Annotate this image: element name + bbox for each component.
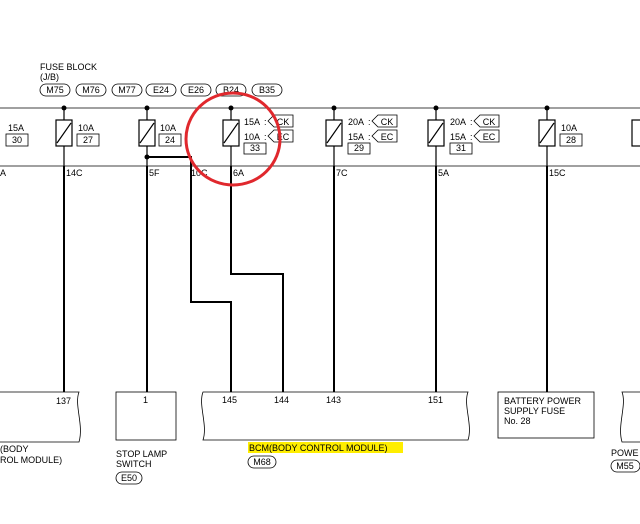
svg-text:B24: B24: [223, 85, 239, 95]
fuse-top-tag: CK: [277, 117, 290, 127]
fuse-top-rating: 20A: [348, 117, 364, 127]
fuse-top-tag: CK: [483, 117, 496, 127]
fuse-rating: 10A: [160, 123, 176, 133]
connector-tag-e26: E26: [180, 83, 212, 97]
fuse-number: 24: [165, 135, 175, 145]
fuse-bottom-rating: 15A: [348, 132, 364, 142]
fuse-29: 20A : CK 15A : EC 29 7C: [325, 108, 398, 178]
bcm-label-highlight: [248, 442, 403, 453]
pin-143: 143: [326, 395, 341, 405]
fuse-terminal: 6A: [233, 168, 244, 178]
fuse-rating: 10A: [78, 123, 94, 133]
battery-fuse-line2: SUPPLY FUSE: [504, 406, 565, 416]
fuse-block-connectors: M75 M76 M77 E24 E26 B24 B35: [39, 83, 283, 97]
fuse-rating: 15A: [8, 123, 24, 133]
fuse-rating: 10A: [561, 123, 577, 133]
fuse-bottom-tag: EC: [277, 132, 290, 142]
fuse-terminal: 15C: [549, 168, 566, 178]
fuse-number: 27: [83, 135, 93, 145]
annotation-circle: [184, 91, 282, 187]
bcm-connector: M68: [253, 457, 271, 467]
fuse-28: 10A 28 15C: [538, 108, 583, 178]
pin-151: 151: [428, 395, 443, 405]
fuse-bottom-rating: 10A: [244, 132, 260, 142]
battery-power-supply-fuse: BATTERY POWER SUPPLY FUSE No. 28: [497, 391, 595, 439]
fuse-number: 30: [12, 135, 22, 145]
fuse-27: 10A 27 14C: [55, 108, 100, 178]
right-edge-box: POWE M55: [610, 391, 640, 473]
fuse-30: 15A 30 A: [0, 123, 29, 178]
battery-fuse-line1: BATTERY POWER: [504, 396, 582, 406]
wire-6a: [230, 166, 284, 392]
svg-text::: :: [470, 117, 473, 127]
fuse-block-title: FUSE BLOCK: [40, 62, 97, 72]
fuse-top-tag: CK: [381, 117, 394, 127]
fuse-24: 10A 24 5F: [138, 108, 182, 178]
svg-text:M77: M77: [118, 85, 136, 95]
fuse-bottom-tag: EC: [483, 132, 496, 142]
svg-text:E24: E24: [153, 85, 169, 95]
svg-text::: :: [368, 117, 371, 127]
battery-fuse-line3: No. 28: [504, 416, 531, 426]
bcm-box: 145 144 143 151 BCM(BODY CONTROL MODULE)…: [201, 391, 470, 469]
svg-text::: :: [368, 132, 371, 142]
fuse-bottom-tag: EC: [381, 132, 394, 142]
fuse-number: 33: [250, 143, 260, 153]
pin-144: 144: [274, 395, 289, 405]
fuse-terminal: A: [0, 168, 6, 178]
connector-tag-m77: M77: [111, 83, 143, 97]
svg-text::: :: [264, 117, 267, 127]
connector-tag-b35: B35: [251, 83, 283, 97]
stop-lamp-label-line2: SWITCH: [116, 459, 152, 469]
pin-137: 137: [56, 396, 71, 406]
stop-lamp-switch: 1 STOP LAMP SWITCH E50: [115, 391, 177, 485]
pin-1: 1: [143, 395, 148, 405]
fuse-number: 28: [566, 135, 576, 145]
fuse-terminal: 7C: [336, 168, 348, 178]
right-edge-label: POWE: [611, 448, 639, 458]
wire-10c: [147, 156, 232, 392]
stop-lamp-connector: E50: [121, 473, 137, 483]
fuse-33: 15A : CK 10A : EC 33 10C 6A: [191, 108, 294, 178]
connector-tag-m75: M75: [39, 83, 71, 97]
bcm-left-label-line2: ROL MODULE): [0, 455, 62, 465]
fuse-partial-right: [631, 119, 640, 147]
svg-text::: :: [264, 132, 267, 142]
svg-text:M76: M76: [82, 85, 100, 95]
fuse-top-rating: 20A: [450, 117, 466, 127]
fuse-number: 31: [456, 143, 466, 153]
fuse-top-rating: 15A: [244, 117, 260, 127]
fuse-number: 29: [354, 143, 364, 153]
bcm-label: BCM(BODY CONTROL MODULE): [249, 443, 388, 453]
pin-145: 145: [222, 395, 237, 405]
fuse-terminal: 5F: [149, 168, 160, 178]
stop-lamp-label-line1: STOP LAMP: [116, 449, 167, 459]
fuse-bottom-rating: 15A: [450, 132, 466, 142]
svg-text:B35: B35: [259, 85, 275, 95]
connector-tag-m76: M76: [75, 83, 107, 97]
fuse-terminal: 14C: [66, 168, 83, 178]
svg-text:E26: E26: [188, 85, 204, 95]
connector-tag-e24: E24: [145, 83, 177, 97]
fuse-terminal: 5A: [438, 168, 449, 178]
svg-text:M75: M75: [46, 85, 64, 95]
bcm-left-label-line1: (BODY: [0, 444, 29, 454]
fuse-31: 20A : CK 15A : EC 31 5A: [427, 108, 500, 178]
right-edge-connector: M55: [616, 461, 634, 471]
bcm-left-box: 137 (BODY ROL MODULE): [0, 391, 81, 465]
fuse-block-subtitle: (J/B): [40, 72, 59, 82]
svg-text::: :: [470, 132, 473, 142]
